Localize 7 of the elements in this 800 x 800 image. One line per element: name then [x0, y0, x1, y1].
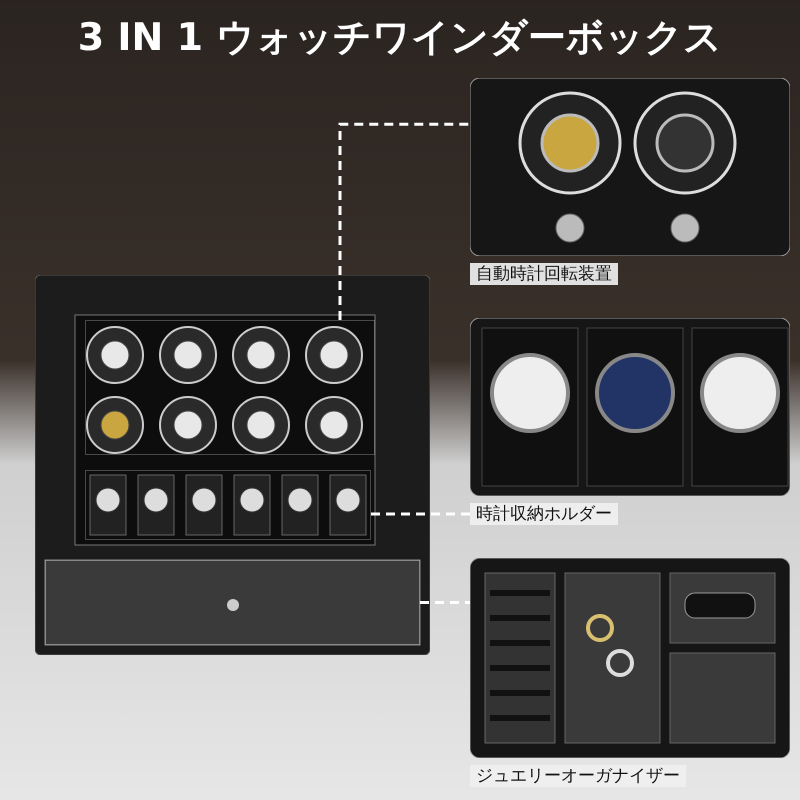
leader-line: [338, 122, 470, 320]
label: 時計収納ホルダー: [470, 503, 618, 525]
label: 自動時計回転装置: [470, 263, 618, 285]
label: ジュエリーオーガナイザー: [470, 765, 686, 787]
leader-line: [371, 512, 470, 516]
title: 3 IN 1 ウォッチワインダーボックス: [78, 15, 722, 59]
leader-line: [420, 601, 470, 604]
